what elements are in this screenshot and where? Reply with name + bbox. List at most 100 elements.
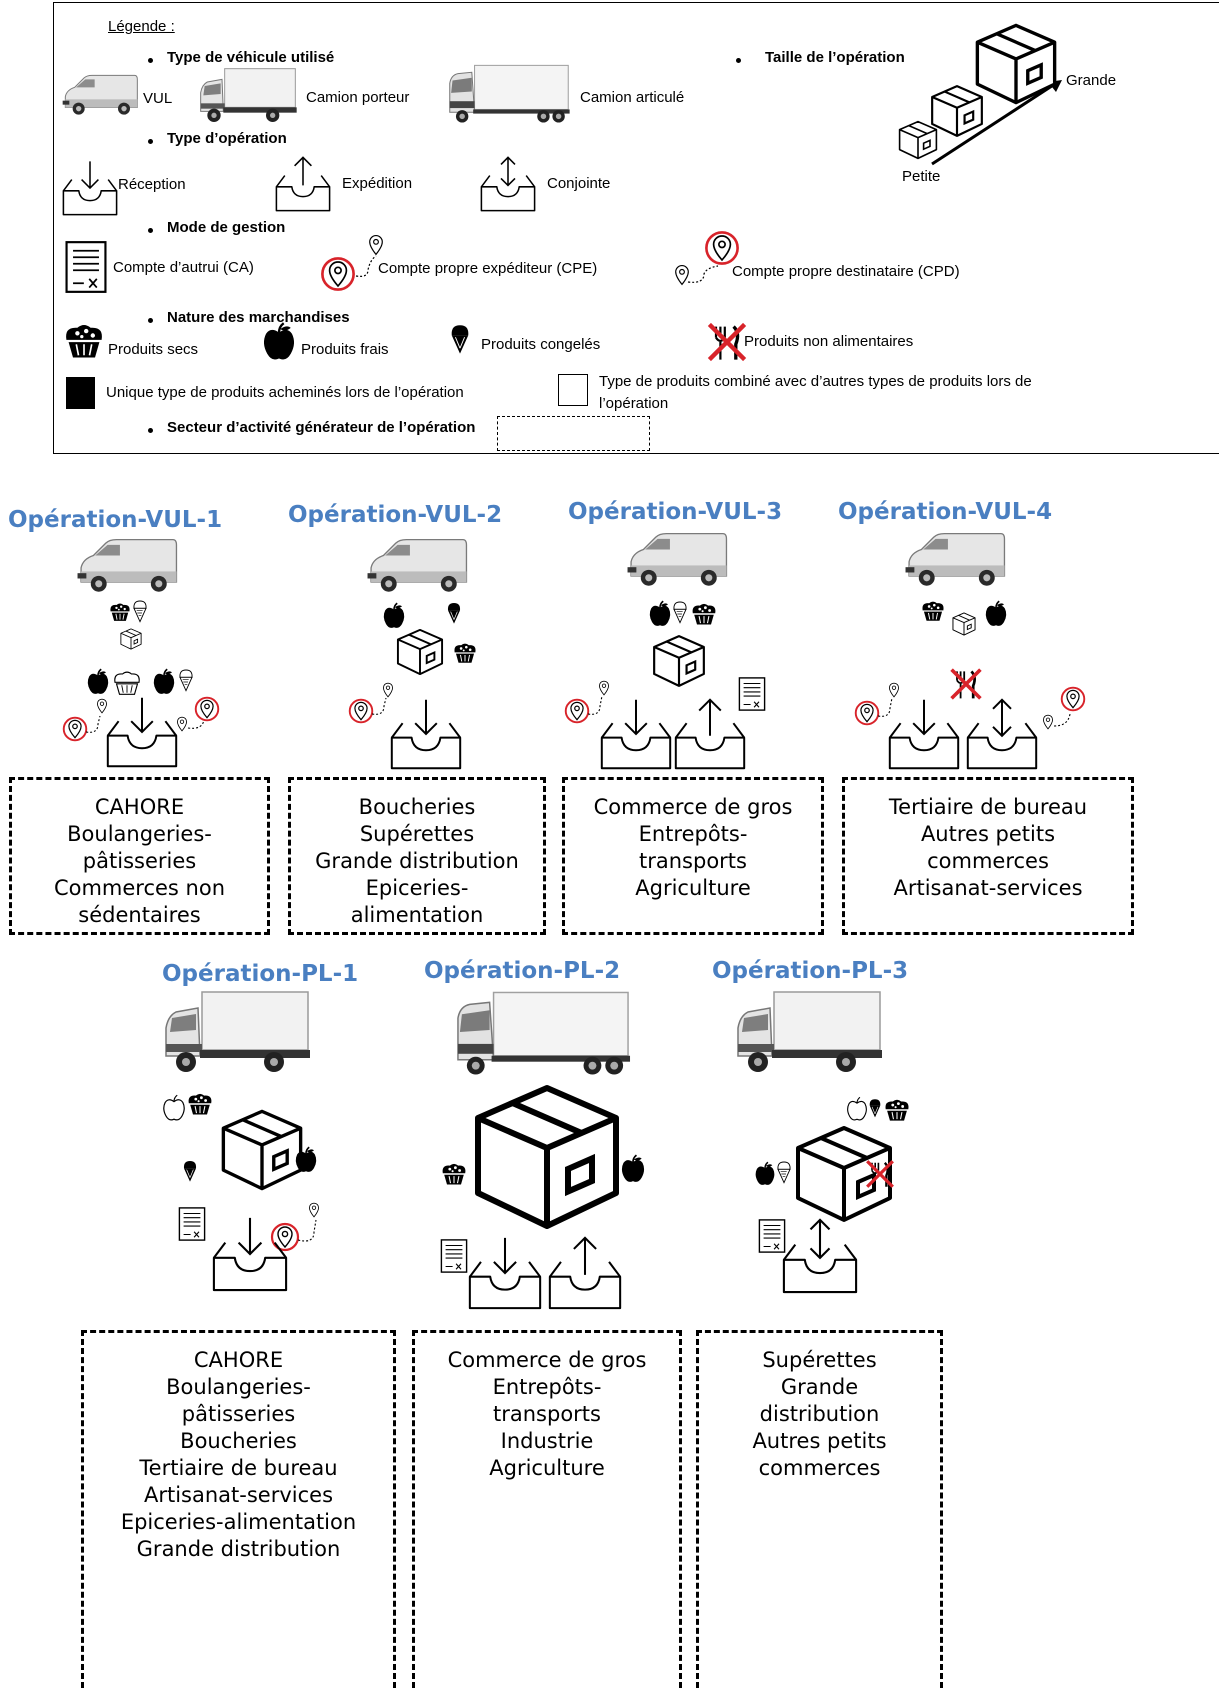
sector-line: Entrepôts- — [638, 822, 748, 846]
operation-size-heading: Taille de l’opération — [765, 49, 905, 66]
bullet — [736, 58, 741, 63]
sector-line: Commerces non — [53, 876, 226, 900]
operation-vul-2-pictogram — [348, 538, 477, 770]
operation-pl-2-sectors: Commerce de gros Entrepôts- transports I… — [412, 1330, 682, 1688]
operation-pl-2-pictogram — [440, 991, 645, 1310]
sector-line: Boulangeries- — [166, 1375, 311, 1399]
operation-vul-3-title: Opération-VUL-3 — [568, 499, 783, 525]
sector-line: Epiceries- — [365, 876, 469, 900]
legend-unique-type-label: Unique type de produits acheminés lors d… — [106, 384, 464, 401]
combined-type-swatch — [558, 374, 588, 406]
sector-line: CAHORE — [94, 795, 185, 819]
vehicle-type-heading: Type de véhicule utilisé — [167, 49, 335, 66]
sector-line: Boucheries — [358, 795, 476, 819]
sector-line: Epiceries-alimentation — [120, 1510, 357, 1534]
legend-joint-label: Conjointe — [547, 175, 611, 192]
size-small-label: Petite — [902, 168, 941, 185]
frozen-products-icon — [449, 322, 471, 356]
sector-line: Agriculture — [489, 1456, 605, 1480]
sector-line: Autres petits — [920, 822, 1056, 846]
sector-line: Supérettes — [359, 822, 475, 846]
sector-line: distribution — [759, 1402, 880, 1426]
joint-operation-icon — [480, 156, 536, 212]
bullet — [148, 139, 153, 144]
sector-line: Tertiaire de bureau — [139, 1456, 338, 1480]
operation-pl-1-sectors: CAHORE Boulangeries- pâtisseries Boucher… — [81, 1330, 396, 1688]
legend-dry-label: Produits secs — [108, 341, 199, 358]
operation-vul-4-sectors: Tertiaire de bureau Autres petits commer… — [842, 777, 1134, 935]
sector-line: Boucheries — [180, 1429, 297, 1453]
legend-cpd-label: Compte propre destinataire (CPD) — [732, 263, 960, 280]
unique-type-swatch — [66, 377, 95, 409]
bullet — [148, 318, 153, 323]
legend-cpe-label: Compte propre expéditeur (CPE) — [378, 260, 598, 277]
sector-line: Artisanat-services — [893, 876, 1083, 900]
sector-line: sédentaires — [78, 903, 201, 927]
operation-pl-2-title: Opération-PL-2 — [424, 958, 621, 984]
management-mode-heading: Mode de gestion — [167, 219, 286, 236]
sector-line: Entrepôts- — [492, 1375, 602, 1399]
fresh-products-icon — [261, 322, 297, 362]
dry-products-icon — [62, 322, 106, 360]
sector-dashed-swatch — [497, 416, 650, 451]
sector-line: transports — [639, 849, 747, 873]
sector-line: transports — [493, 1402, 601, 1426]
operation-vul-4-title: Opération-VUL-4 — [838, 499, 1053, 525]
sector-line: commerces — [927, 849, 1049, 873]
operation-vul-2-title: Opération-VUL-2 — [288, 502, 503, 528]
bullet — [148, 428, 153, 433]
sector-line: Industrie — [500, 1429, 594, 1453]
operation-type-heading: Type d’opération — [167, 130, 287, 147]
legend-nonfood-label: Produits non alimentaires — [744, 333, 914, 350]
sector-line: Grande — [780, 1375, 859, 1399]
goods-nature-heading: Nature des marchandises — [167, 309, 350, 326]
sector-line: Artisanat-services — [143, 1483, 334, 1507]
legend-reception-label: Réception — [118, 176, 186, 193]
operation-vul-3-pictogram — [564, 532, 766, 770]
sector-line: pâtisseries — [181, 1402, 296, 1426]
sector-line: pâtisseries — [82, 849, 197, 873]
sector-line: Grande distribution — [136, 1537, 341, 1561]
sector-line: Commerce de gros — [593, 795, 793, 819]
receiver-own-account-icon — [675, 231, 739, 286]
legend-vul-label: VUL — [143, 90, 173, 107]
rigid-truck-icon — [198, 66, 298, 126]
sector-heading: Secteur d’activité générateur de l’opéra… — [167, 419, 476, 436]
legend-frozen-label: Produits congelés — [481, 336, 601, 353]
sector-line: Agriculture — [635, 876, 751, 900]
operation-vul-4-pictogram — [854, 532, 1086, 770]
size-large-label: Grande — [1066, 72, 1117, 89]
sector-line: Tertiaire de bureau — [888, 795, 1088, 819]
non-food-products-icon — [705, 320, 749, 364]
legend-rigid-truck-label: Camion porteur — [306, 89, 410, 106]
legend-title: Légende : — [108, 18, 175, 35]
sector-line: Grande distribution — [315, 849, 519, 873]
invoice-icon — [64, 240, 108, 294]
operation-pl-1-title: Opération-PL-1 — [162, 961, 359, 987]
operation-pl-3-title: Opération-PL-3 — [712, 958, 909, 984]
legend-expedition-label: Expédition — [342, 175, 413, 192]
sector-line: alimentation — [350, 903, 484, 927]
sector-line: Supérettes — [762, 1348, 877, 1372]
legend-articulated-truck-label: Camion articulé — [580, 89, 685, 106]
legend-frame — [53, 2, 1219, 454]
operation-vul-2-sectors: Boucheries Supérettes Grande distributio… — [288, 777, 546, 935]
sector-line: CAHORE — [193, 1348, 284, 1372]
operation-vul-1-title: Opération-VUL-1 — [8, 507, 223, 533]
legend-combined-type-label-2: l’opération — [599, 395, 669, 412]
sector-line: Commerce de gros — [447, 1348, 647, 1372]
bullet — [148, 228, 153, 233]
operation-vul-1-pictogram — [62, 538, 220, 768]
articulated-truck-icon — [445, 64, 573, 126]
shipper-own-account-icon — [321, 234, 383, 291]
reception-icon — [62, 160, 118, 216]
sector-line: Boulangeries- — [67, 822, 212, 846]
operation-pl-1-pictogram — [163, 991, 320, 1292]
box-large-icon — [974, 22, 1058, 106]
legend-combined-type-label-1: Type de produits combiné avec d’autres t… — [599, 373, 1032, 390]
sector-line: Autres petits — [752, 1429, 887, 1453]
sector-line: commerces — [758, 1456, 881, 1480]
legend-ca-label: Compte d’autrui (CA) — [113, 259, 254, 276]
operation-vul-1-sectors: CAHORE Boulangeries- pâtisseries Commerc… — [9, 777, 270, 935]
operation-pl-3-sectors: Supérettes Grande distribution Autres pe… — [696, 1330, 943, 1688]
